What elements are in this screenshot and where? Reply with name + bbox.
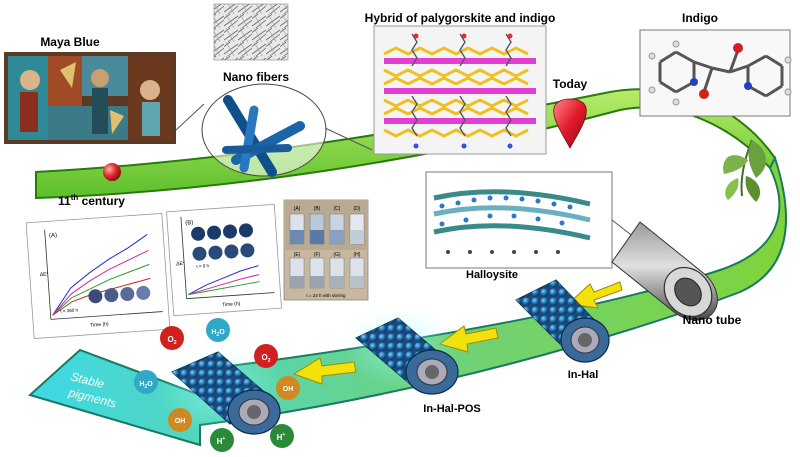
nano-fibers-label: Nano fibers [223, 70, 289, 84]
chart-a-panel-label: (A) [49, 233, 57, 240]
molecule-h-plus-1-sup: + [222, 436, 225, 442]
vials-caption: t = 24 h with stirring [306, 293, 346, 298]
vial-label-h: (H) [354, 252, 361, 258]
chart-a-xlabel: Time (h) [90, 321, 109, 328]
nano-tube [611, 221, 718, 321]
molecule-h2o-2: H2O [134, 370, 158, 394]
svg-text:H2O: H2O [211, 329, 225, 338]
molecule-h2o-1-sub: 2 [216, 332, 219, 338]
molecule-o2-1-sub: 2 [174, 340, 177, 346]
vial-label-e: (E) [294, 252, 301, 258]
chart-b-series-1 [188, 265, 259, 296]
molecule-h2o-2-tail: O [147, 381, 153, 388]
in-hal-pos-label: In-Hal-POS [423, 403, 480, 415]
molecule-oh-1: OH [276, 376, 300, 400]
process-arrow-1 [566, 281, 623, 309]
svg-text:O2: O2 [167, 335, 176, 346]
chart-a-panel: (A) Time (h) ΔE* t = 360 h [25, 212, 171, 340]
molecule-h-plus-1: H+ [210, 428, 234, 452]
vial-label-b: (B) [314, 206, 321, 212]
chart-a-series-4 [52, 277, 151, 316]
hybrid-lattice [383, 33, 536, 149]
chart-a-series-3 [52, 263, 150, 316]
nano-tube-label: Nano tube [683, 313, 742, 327]
molecule-h2o-1: H2O [206, 318, 230, 342]
molecule-h2o-2-base: H [139, 381, 144, 388]
molecule-h-plus-2-sup: + [282, 432, 285, 438]
indigo-molecule [658, 49, 784, 98]
maya-blue-image [4, 52, 176, 144]
molecule-oh-1-base: OH [283, 386, 294, 393]
svg-text:H+: H+ [217, 436, 226, 446]
century-marker [103, 163, 121, 181]
chart-a-samples [88, 285, 151, 304]
molecule-h2o-2-sub: 2 [144, 384, 147, 390]
chart-b-y-axis [180, 216, 188, 299]
chart-b-x-axis [186, 292, 275, 300]
nano-fiber-rods [222, 95, 305, 177]
hybrid-label: Hybrid of palygorskite and indigo [365, 11, 556, 25]
vial-label-g: (G) [333, 252, 341, 258]
chart-a-y-axis [44, 229, 52, 320]
vials-photo: (A) (B) (C) (D) (E) (F) (G) (H) t = 24 h… [283, 199, 369, 301]
indigo-molecule-image [639, 29, 791, 117]
chart-b-series-2 [188, 274, 260, 296]
chart-b-xlabel: Time (h) [222, 301, 241, 308]
chart-b-ylabel: ΔE* [176, 261, 185, 268]
chart-b-panel: (B) Time (h) ΔE* t = 0 h [166, 203, 282, 317]
molecule-o2-1: O2 [160, 326, 184, 350]
process-arrow-3 [292, 357, 357, 385]
vial-label-c: (C) [334, 206, 341, 212]
chart-a-series-1 [52, 234, 148, 316]
molecule-h2o-1-base: H [211, 329, 216, 336]
today-label: Today [553, 77, 588, 91]
chart-a-ylabel: ΔE* [40, 271, 49, 278]
zoom-line-right [324, 127, 373, 151]
indigo-atoms [648, 40, 792, 106]
in-hal-label: In-Hal [568, 369, 599, 381]
zoom-line-left [175, 103, 205, 131]
svg-text:H2O: H2O [139, 381, 153, 390]
chart-b-series-3 [188, 281, 260, 296]
century-label: 11th century [58, 193, 125, 208]
chart-b-panel-label: (B) [185, 220, 193, 227]
chart-b-note: t = 0 h [196, 263, 209, 269]
halloysite-label: Halloysite [466, 269, 518, 281]
vial-label-d: (D) [354, 206, 361, 212]
molecule-o2-2: O2 [254, 344, 278, 368]
maya-blue-label: Maya Blue [40, 35, 100, 49]
chart-b-samples [191, 223, 255, 261]
molecule-o2-2-base: O [261, 353, 267, 362]
chart-a-note: t = 360 h [60, 307, 78, 313]
molecule-h-plus-2: H+ [270, 424, 294, 448]
vials-top-row [289, 213, 365, 245]
vials-bottom-row [289, 257, 365, 289]
nano-fibers-micrograph [213, 3, 289, 61]
molecule-h2o-1-tail: O [219, 329, 225, 336]
chart-a-x-axis [50, 311, 163, 320]
today-marker [553, 98, 587, 149]
plant-icon [723, 139, 767, 202]
halloysite-structure [433, 189, 591, 254]
chart-a-series-2 [52, 249, 149, 316]
molecule-o2-1-base: O [167, 335, 173, 344]
stable-pigment-tube [171, 351, 281, 435]
svg-text:O2: O2 [261, 353, 270, 364]
molecule-h-plus-1-base: H [217, 437, 223, 446]
vial-label-a: (A) [294, 206, 301, 212]
molecule-o2-2-sub: 2 [268, 358, 271, 364]
molecule-oh-2: OH [168, 408, 192, 432]
in-hal-pos-tube [355, 317, 459, 395]
indigo-label: Indigo [682, 11, 718, 25]
molecule-h-plus-2-base: H [277, 433, 283, 442]
molecule-oh-2-base: OH [175, 418, 186, 425]
in-hal-tube [515, 279, 610, 363]
vial-label-f: (F) [314, 252, 321, 258]
svg-text:H+: H+ [277, 432, 286, 442]
